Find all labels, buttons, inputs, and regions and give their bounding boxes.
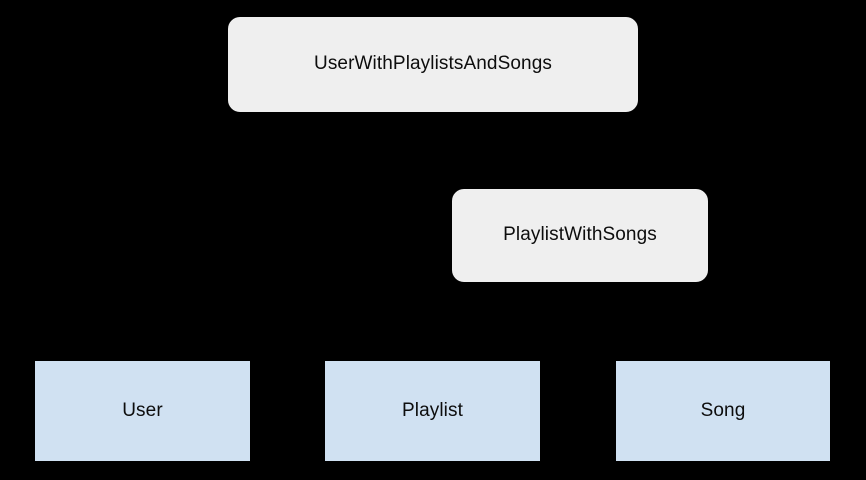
- node-playlist[interactable]: Playlist: [325, 361, 540, 461]
- edge-playlistwithsongs-to-playlist: [432, 282, 581, 361]
- node-label: UserWithPlaylistsAndSongs: [314, 53, 552, 75]
- edge-playlistwithsongs-to-song: [579, 282, 724, 361]
- node-playlist-with-songs[interactable]: PlaylistWithSongs: [452, 189, 708, 282]
- node-label: User: [122, 399, 163, 421]
- node-user[interactable]: User: [35, 361, 250, 461]
- node-song[interactable]: Song: [616, 361, 830, 461]
- node-label: Playlist: [402, 399, 463, 421]
- edge-userwithplaylistsandsongs-to-playlistwithsongs: [432, 112, 581, 189]
- node-label: Song: [700, 399, 746, 421]
- edge-userwithplaylistsandsongs-to-user: [141, 112, 434, 361]
- node-label: PlaylistWithSongs: [503, 224, 657, 246]
- node-user-with-playlists-and-songs[interactable]: UserWithPlaylistsAndSongs: [228, 17, 638, 112]
